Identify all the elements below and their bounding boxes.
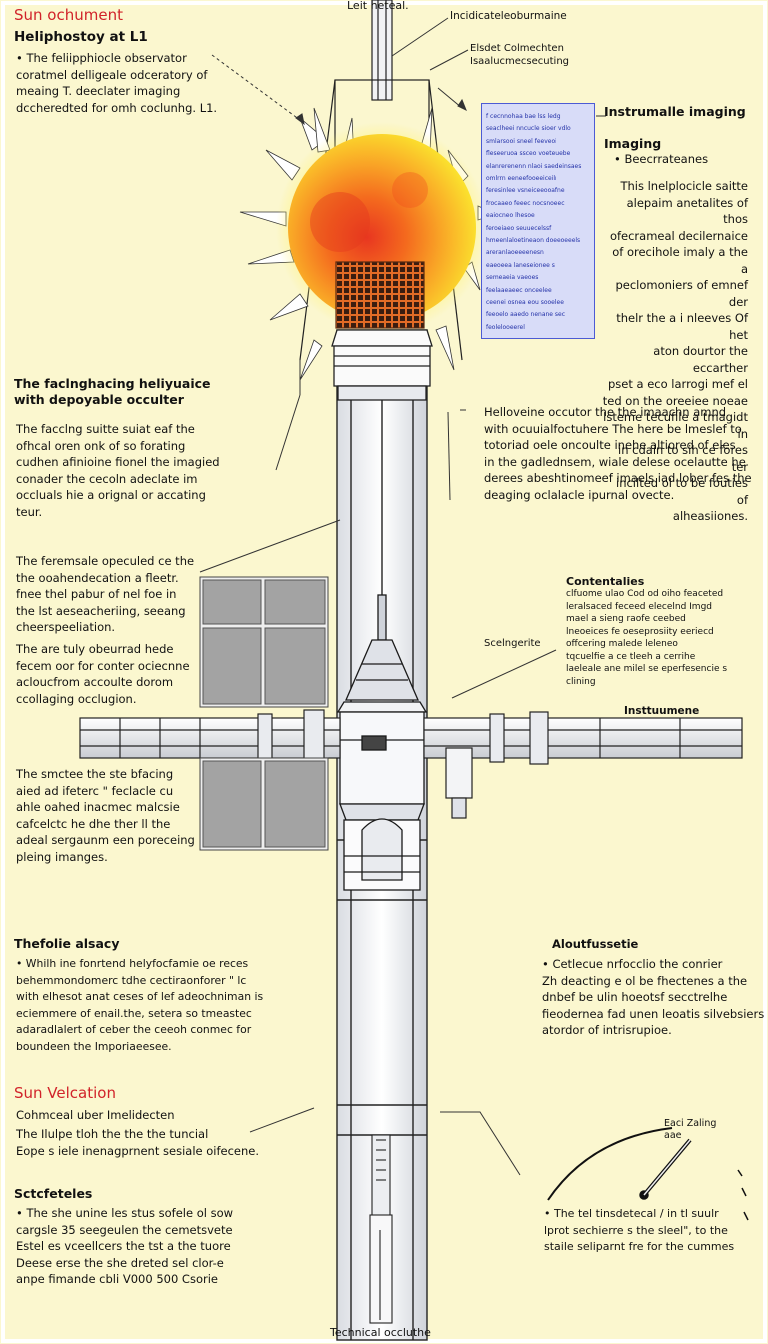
panel-line: semeaeia vaeoes <box>486 274 539 282</box>
section-operation-text: The feremsale opeculed ce the the ooahen… <box>16 554 195 634</box>
title-sun-velcation: Sun Velcation <box>14 1084 116 1102</box>
panel-line: eaiocneo lhesoe <box>486 212 535 220</box>
sun <box>276 122 488 334</box>
imaging-text: This lnelplocicle saitte alepaim anetali… <box>602 179 748 523</box>
panel-line: omlrrn eeneefooeeiceiln <box>486 175 556 182</box>
velcation-subtitle: Cohmceal uber Imelidecten <box>16 1108 175 1122</box>
imaging-heading: Imaging <box>604 136 662 151</box>
velcation-text: The Ilulpe tloh the the the tuncial Eope… <box>16 1127 260 1158</box>
detector-grid <box>335 261 425 329</box>
panel-line: feroeiaeo seuuecelssf <box>486 224 552 232</box>
section-observe-text: The are tuly obeurrad hede fecem oor for… <box>16 642 190 706</box>
panel-line: feeoelo aaedo nenane sec <box>486 311 566 319</box>
panel-line: elanrerenenn nlaoi saedeinsaes <box>486 162 582 170</box>
panel-line: feelaaeaeec onceelee <box>486 286 552 294</box>
upper-housing <box>331 329 433 401</box>
section-folio-text: • Whilh ine fonrtend helyfocfamie oe rec… <box>16 957 264 1053</box>
occulter-description: Helloveine occutor the the imaachn amnd … <box>484 405 752 502</box>
instrument-imaging-heading: Instrumalle imaging <box>604 104 746 119</box>
panel-line: areranlaoeeeenesn <box>486 249 544 257</box>
section-folio-heading: Thefolie alsacy <box>14 936 120 951</box>
gauge-label: Eaci Zaling aae <box>664 1118 717 1141</box>
section-scientific-heading: Sctcfeteles <box>14 1186 93 1201</box>
section-imaging-text: The smctee the ste bfacing aied ad ifete… <box>16 767 195 864</box>
lower-antenna <box>369 1134 393 1324</box>
panel-line: ceenei osnea eou sooelee <box>486 299 564 306</box>
solar-panels <box>199 576 329 851</box>
right-arm <box>423 711 743 819</box>
instrument-label: Insttuumene <box>624 705 700 717</box>
section-scientific-text: • The she unine les stus sofele ol sow c… <box>16 1206 234 1286</box>
bottom-label: Technical occluthe <box>330 1326 431 1339</box>
panel-line: fleseeruoa ssceo voeteuebe <box>486 150 571 158</box>
panel-line: hmeenlaloetineaon doeeoeeels <box>486 237 581 244</box>
abe-heading: Aloutfussetie <box>552 937 639 951</box>
panel-line: f cecnnohaa bae lss ledg <box>486 113 561 120</box>
panel-line: eaeoeea laneseionee s <box>486 261 555 269</box>
title-sun-ochument: Sun ochument <box>14 6 123 24</box>
callout-top: Incidicateleoburmaine <box>450 10 567 22</box>
section-occulter-text: The facclng suitte suiat eaf the ofhcal … <box>16 422 220 519</box>
instrument-readout-panel: f cecnnohaa bae lss ledg seaclheei nncucl… <box>481 103 595 339</box>
panel-line: feolelooeerel <box>486 323 525 331</box>
gauge-dial <box>547 1127 749 1221</box>
central-body <box>336 560 428 891</box>
top-label: Leit heteal. <box>347 0 409 12</box>
panel-line: frocaaeo feeec nocsnoeec <box>486 199 565 207</box>
contentalies-text: clfuome ulao Cod od oiho feaceted lerals… <box>566 589 728 687</box>
left-arm <box>79 709 341 767</box>
leader-lines <box>199 17 606 1176</box>
subtitle: Heliphostoy at L1 <box>14 29 148 45</box>
side-info-label: Scelngerite <box>484 638 541 649</box>
intro-text: • The feliipphiocle observator coratmel … <box>16 51 218 115</box>
panel-line: feresinlee vsneiceeooafne <box>486 187 565 195</box>
callout-second: Elsdet Colmechten Isaalucmecsecuting <box>470 43 570 67</box>
abe-text: • Cetlecue nrfocclio the conrier Zh deac… <box>542 957 765 1037</box>
panel-line: seaclheei nncucle sioer vdlo <box>486 125 571 133</box>
imaging-bullet: • Beecrrateanes <box>614 152 709 166</box>
contentalies-heading: Contentalies <box>566 575 645 588</box>
gauge-text: • The tel tinsdetecal / in tl suulr lpro… <box>544 1207 735 1253</box>
section-occulter-heading: The faclnghacing heliyuaice with depoyab… <box>14 376 211 407</box>
panel-line: smlarsooi sneel feeveoi ddoes <box>486 137 556 145</box>
